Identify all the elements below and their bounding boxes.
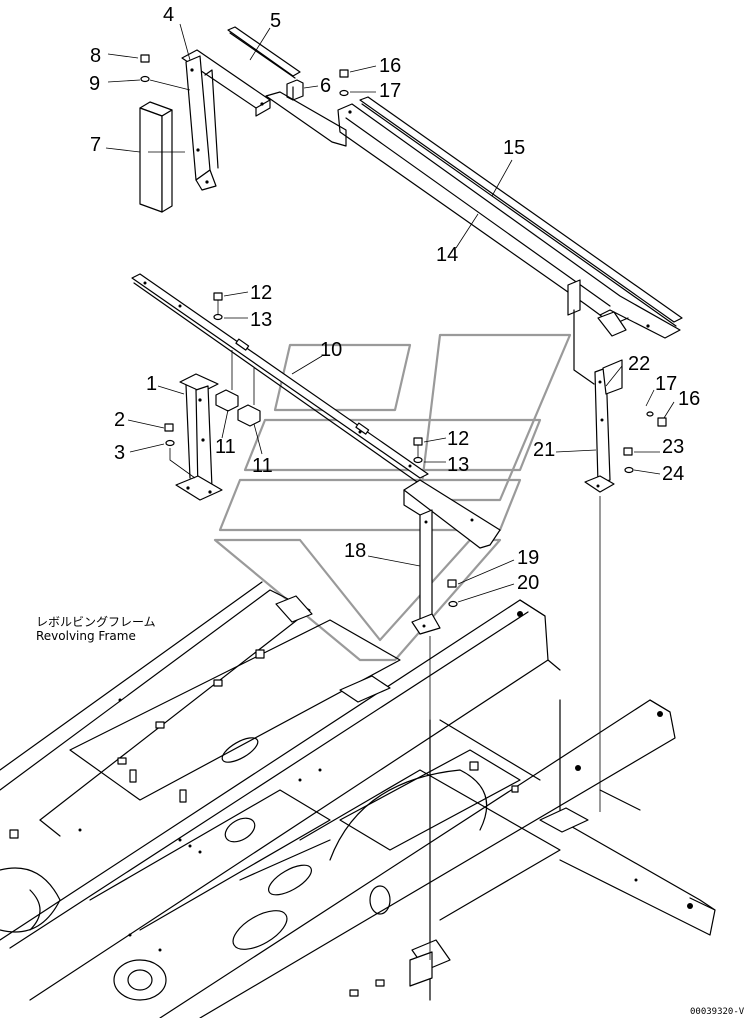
callout-9: 9 <box>89 73 100 95</box>
bolt-16-top <box>339 69 349 97</box>
callout-3: 3 <box>114 442 125 464</box>
bolt-16-right <box>623 411 667 474</box>
leader-lines <box>105 23 675 960</box>
callout-10: 10 <box>320 339 342 361</box>
callout-1: 1 <box>146 373 157 395</box>
part-5-rail <box>227 26 301 79</box>
callout-4: 4 <box>163 4 174 26</box>
part-11-blocks <box>215 350 261 427</box>
callout-21: 21 <box>533 439 555 461</box>
callout-14: 14 <box>436 244 458 266</box>
part-15-rail <box>359 96 683 327</box>
callout-24: 24 <box>662 463 684 485</box>
callout-16-top: 16 <box>379 55 401 77</box>
part-7-block <box>139 101 173 213</box>
part-18-post <box>403 479 501 635</box>
part-21-post <box>584 359 623 493</box>
bolt-19 <box>447 579 458 608</box>
callout-19: 19 <box>517 547 539 569</box>
bracket-under-rail <box>573 309 627 385</box>
bolt-8-top <box>140 54 150 83</box>
diamond-plate-top <box>265 91 347 147</box>
callout-20: 20 <box>517 572 539 594</box>
bolt-2-left <box>164 423 196 479</box>
frame-caption: レボルビングフレーム Revolving Frame <box>36 615 156 643</box>
callout-23: 23 <box>662 436 684 458</box>
frame-label-english: Revolving Frame <box>36 629 136 643</box>
bolt-12-upper <box>213 292 223 321</box>
callout-13-upper: 13 <box>250 309 272 331</box>
callout-2: 2 <box>114 409 125 431</box>
callout-12-middle: 12 <box>447 428 469 450</box>
revolving-frame <box>0 581 716 1018</box>
bolt-12-middle <box>413 437 423 464</box>
callout-5: 5 <box>270 10 281 32</box>
callout-11-right: 11 <box>252 455 273 477</box>
callout-16-right: 16 <box>678 388 700 410</box>
callout-8: 8 <box>90 45 101 67</box>
callout-17-top: 17 <box>379 80 401 102</box>
part-1-post <box>175 373 223 501</box>
callout-12-upper: 12 <box>250 282 272 304</box>
callout-17-right: 17 <box>655 373 677 395</box>
frame-label-japanese: レボルビングフレーム <box>36 615 156 629</box>
part-10-beam <box>131 273 429 485</box>
part-4-bracket <box>181 49 271 191</box>
callout-22: 22 <box>628 353 650 375</box>
part-6-block <box>286 79 304 101</box>
callout-15: 15 <box>503 137 525 159</box>
part-14-cover <box>337 103 681 339</box>
callout-18: 18 <box>344 540 366 562</box>
callout-7: 7 <box>90 134 101 156</box>
watermark-logo <box>213 333 572 662</box>
callout-6: 6 <box>320 75 331 97</box>
drawing-id: 00039320-V <box>690 1007 745 1017</box>
callout-13-middle: 13 <box>447 454 469 476</box>
callout-labels: 4 5 8 9 6 16 17 7 15 14 12 13 10 1 22 17… <box>89 4 700 594</box>
callout-11-left: 11 <box>215 436 236 458</box>
